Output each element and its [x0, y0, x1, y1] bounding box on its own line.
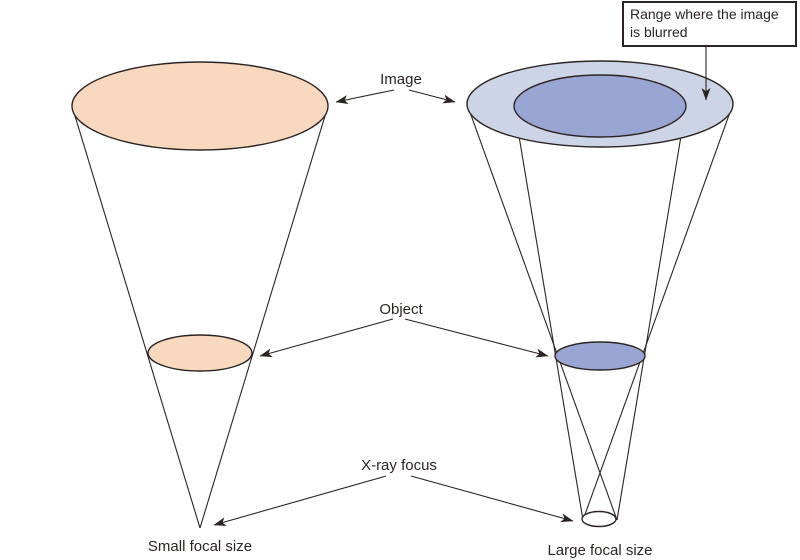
- sharp-image-ellipse: [513, 74, 687, 138]
- blur-callout-text: Range where the image is blurred: [630, 6, 779, 41]
- small-cone-image-ellipse: [71, 61, 329, 151]
- annotations: Image Object X-ray focus Small focal siz…: [148, 41, 711, 559]
- xray-focus-label: X-ray focus: [361, 457, 437, 474]
- small-cone-object-ellipse: [147, 334, 253, 372]
- image-arrow-left: [335, 89, 395, 104]
- small-cone-right-edge: [199, 105, 329, 529]
- large-cone-outer-right-ray: [582, 103, 734, 521]
- object-label: Object: [379, 301, 423, 318]
- image-arrow-right: [408, 89, 456, 104]
- object-arrow-left: [259, 318, 394, 358]
- large-cone-object-ellipse: [554, 341, 646, 371]
- small-focal-size-caption: Small focal size: [148, 538, 252, 555]
- large-cone-inner-right-ray: [616, 105, 687, 521]
- large-cone-outer-left-ray: [466, 103, 618, 521]
- large-focal-spot-ellipse: [581, 510, 617, 528]
- xray-focus-arrow-right: [410, 475, 574, 523]
- large-focal-size-caption: Large focal size: [547, 542, 652, 559]
- blur-callout-box: Range where the image is blurred: [622, 1, 797, 47]
- small-focus-cone: [71, 61, 329, 529]
- small-cone-left-edge: [71, 105, 201, 529]
- object-arrow-right: [404, 318, 549, 358]
- image-label: Image: [380, 71, 422, 88]
- xray-focus-arrow-left: [213, 475, 387, 527]
- large-cone-inner-left-ray: [513, 105, 584, 521]
- large-focus-cone: [466, 60, 734, 528]
